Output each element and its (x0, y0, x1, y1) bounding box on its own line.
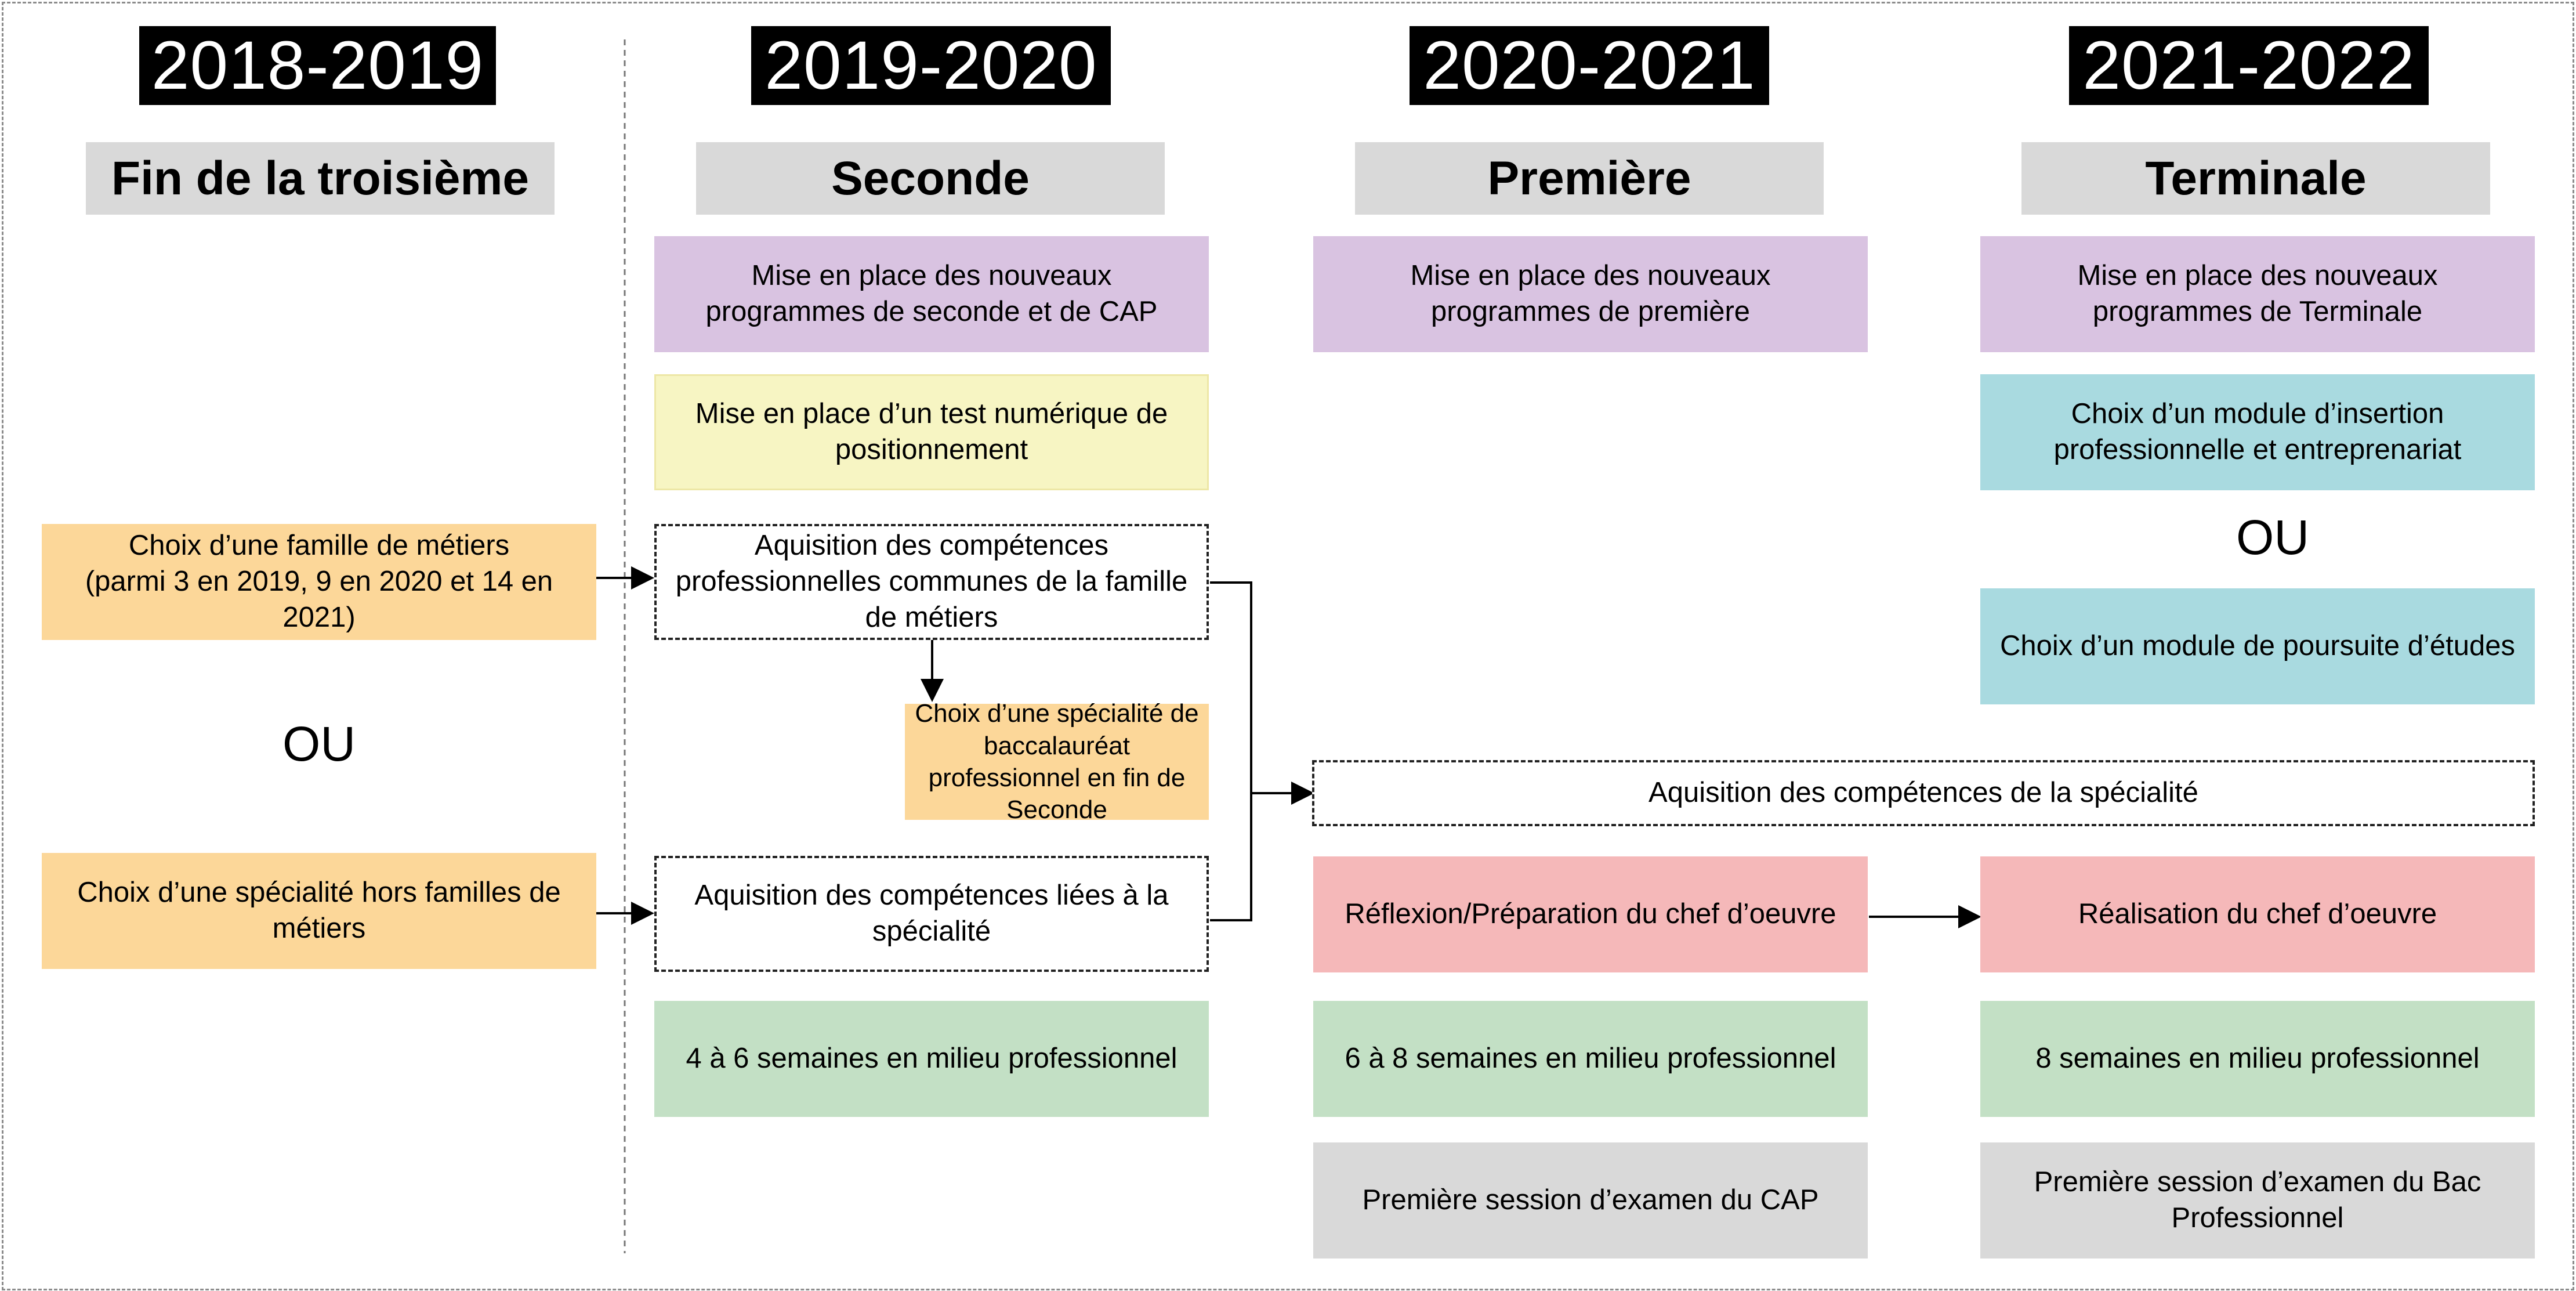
box-choix-specialite-hors-familles: Choix d’une spécialité hors familles de … (42, 853, 596, 969)
box-examen-cap: Première session d’examen du CAP (1313, 1142, 1868, 1259)
box-programmes-terminale: Mise en place des nouveaux programmes de… (1980, 236, 2535, 352)
box-module-insertion: Choix d’un module d’insertion profession… (1980, 374, 2535, 490)
ou-label-col4: OU (2236, 509, 2309, 565)
box-module-poursuite: Choix d’un module de poursuite d’études (1980, 588, 2535, 704)
box-competences-specialite-seconde: Aquisition des compétences liées à la sp… (654, 856, 1209, 972)
box-chef-oeuvre-realisation: Réalisation du chef d’oeuvre (1980, 856, 2535, 972)
box-semaines-terminale: 8 semaines en milieu professionnel (1980, 1001, 2535, 1117)
ou-label-col1: OU (282, 716, 356, 771)
box-choix-famille-metiers: Choix d’une famille de métiers (parmi 3 … (42, 524, 596, 640)
bracket-to-span (1210, 581, 1252, 921)
box-semaines-premiere: 6 à 8 semaines en milieu professionnel (1313, 1001, 1868, 1117)
level-header-troisieme: Fin de la troisième (86, 142, 555, 215)
year-header-2018: 2018-2019 (139, 26, 496, 105)
box-programmes-seconde: Mise en place des nouveaux programmes de… (654, 236, 1209, 352)
box-choix-specialite-bac: Choix d’une spécialité de baccalauréat p… (905, 699, 1209, 824)
box-examen-bac: Première session d’examen du Bac Profess… (1980, 1142, 2535, 1259)
box-programmes-premiere: Mise en place des nouveaux programmes de… (1313, 236, 1868, 352)
level-header-premiere: Première (1355, 142, 1824, 215)
year-header-2021: 2021-2022 (2069, 26, 2429, 105)
level-header-terminale: Terminale (2021, 142, 2490, 215)
year-header-2020: 2020-2021 (1410, 26, 1769, 105)
box-semaines-seconde: 4 à 6 semaines en milieu professionnel (654, 1001, 1209, 1117)
box-competences-communes: Aquisition des compétences professionnel… (654, 524, 1209, 640)
year-header-2019: 2019-2020 (751, 26, 1111, 105)
box-competences-specialite-span: Aquisition des compétences de la spécial… (1312, 760, 2535, 826)
level-header-seconde: Seconde (696, 142, 1165, 215)
box-test-positionnement: Mise en place d’un test numérique de pos… (654, 374, 1209, 490)
box-chef-oeuvre-preparation: Réflexion/Préparation du chef d’oeuvre (1313, 856, 1868, 972)
